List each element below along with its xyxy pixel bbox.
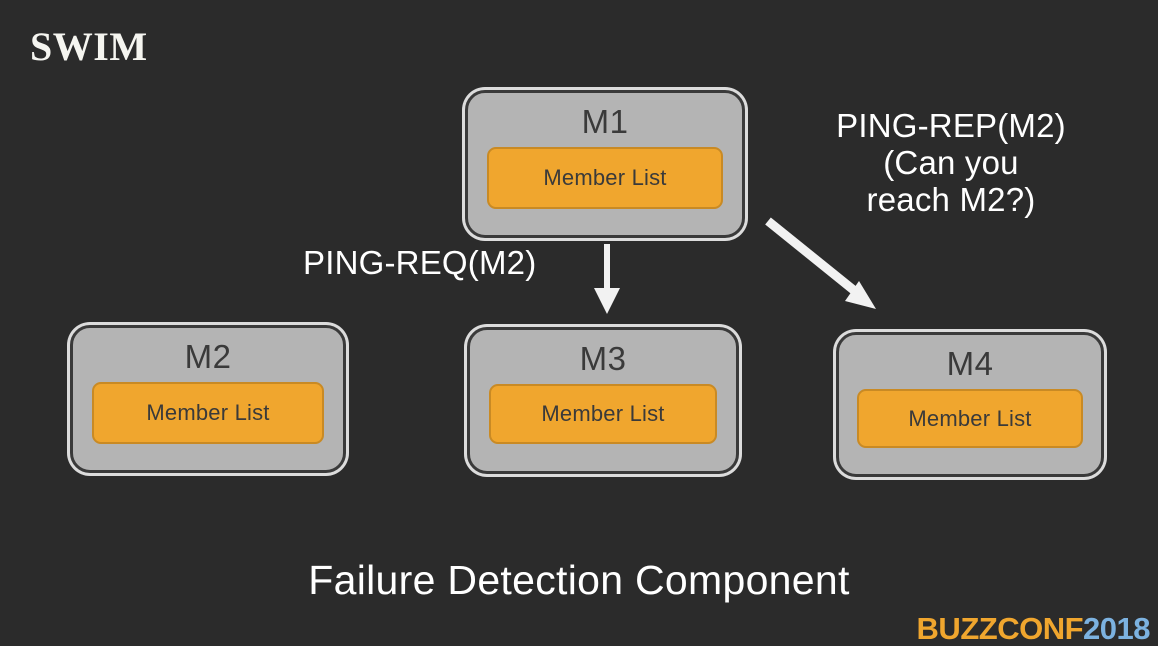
- edge-label-ping-req: PING-REQ(M2): [303, 244, 537, 281]
- conference-logo-part-b: CONF: [997, 611, 1084, 646]
- node-m2: M2 Member List: [70, 325, 346, 473]
- node-m3-label: M3: [579, 340, 627, 378]
- slide-caption: Failure Detection Component: [308, 557, 850, 603]
- node-m1-label: M1: [581, 103, 629, 141]
- node-m3-member-list: Member List: [489, 384, 717, 444]
- node-m1-member-list: Member List: [487, 147, 723, 209]
- page-title: SWIM: [30, 24, 148, 69]
- conference-logo: BUZZCONF2018: [916, 611, 1151, 646]
- conference-logo-part-c: 2018: [1083, 611, 1150, 646]
- node-m3: M3 Member List: [467, 327, 739, 474]
- conference-logo-part-a: BUZZ: [916, 611, 998, 646]
- node-m4-member-list: Member List: [857, 389, 1083, 448]
- node-m4: M4 Member List: [836, 332, 1104, 477]
- ping-req-arrow-icon: [594, 244, 620, 314]
- node-m4-label: M4: [946, 345, 994, 383]
- node-m1: M1 Member List: [465, 90, 745, 238]
- node-m2-member-list: Member List: [92, 382, 324, 444]
- ping-rep-arrow-icon: [765, 217, 876, 309]
- node-m2-label: M2: [184, 338, 232, 376]
- slide-canvas: SWIM M1 Member List M2 Member List M3 Me…: [30, 24, 1151, 644]
- edge-label-ping-rep: PING-REP(M2) (Can you reach M2?): [836, 107, 1066, 218]
